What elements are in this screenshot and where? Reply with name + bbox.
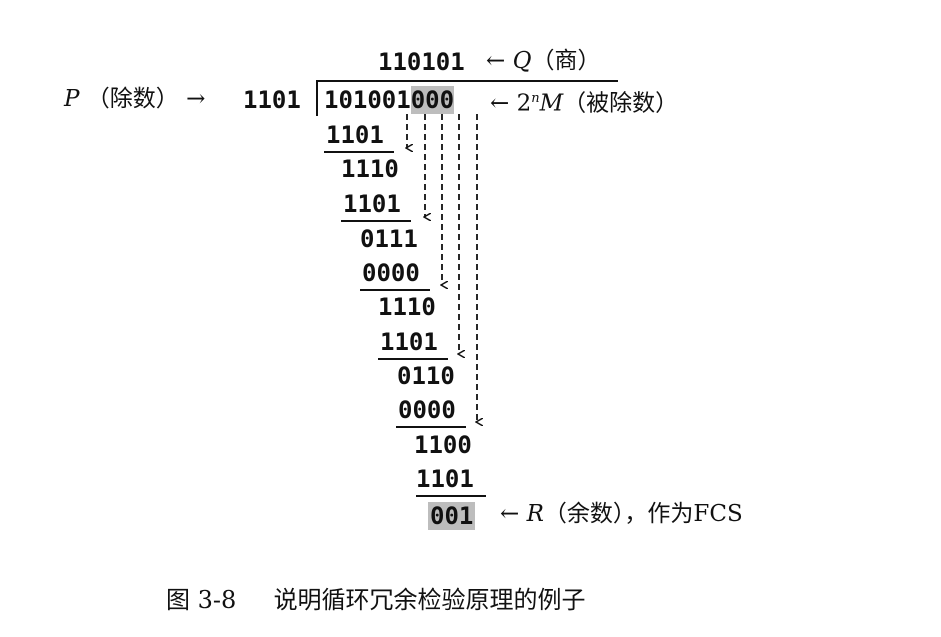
step-3: 1101 bbox=[343, 190, 401, 218]
figure-caption: 图 3-8 说明循环冗余检验原理的例子 bbox=[166, 585, 586, 615]
quotient-label: （商） bbox=[531, 48, 601, 74]
dividend: 101001000 bbox=[324, 86, 455, 114]
dividend-data-bits: 101001 bbox=[324, 86, 411, 114]
remainder-arrow: ← bbox=[500, 501, 520, 527]
dividend-annotation: ← 2nM（被除数） bbox=[490, 85, 678, 118]
step-4: 0111 bbox=[360, 225, 418, 253]
divisor-value: 1101 bbox=[243, 86, 301, 114]
step-5: 0000 bbox=[362, 259, 420, 287]
dividend-symbol: M bbox=[539, 90, 564, 117]
subtraction-line-6 bbox=[416, 495, 486, 497]
subtraction-line-1 bbox=[324, 151, 394, 153]
step-6: 1110 bbox=[378, 293, 436, 321]
step-11: 1101 bbox=[416, 465, 474, 493]
divisor-symbol: P bbox=[64, 86, 80, 112]
remainder-label: （余数），作为FCS bbox=[543, 501, 743, 527]
remainder-annotation: ← R（余数），作为FCS bbox=[500, 500, 743, 528]
quotient-symbol: Q bbox=[512, 48, 532, 74]
remainder-symbol: R bbox=[526, 501, 544, 527]
quotient-value: 110101 bbox=[378, 48, 465, 76]
remainder-value: 001 bbox=[428, 502, 476, 530]
subtraction-line-4 bbox=[378, 358, 448, 360]
divisor-annotation: P （除数） → bbox=[64, 85, 205, 113]
divisor-arrow: → bbox=[186, 86, 206, 112]
figure-title: 说明循环冗余检验原理的例子 bbox=[273, 586, 586, 614]
figure-number: 图 3-8 bbox=[166, 586, 237, 614]
subtraction-line-3 bbox=[360, 289, 430, 291]
step-1: 1101 bbox=[326, 121, 384, 149]
dividend-prefix: 2 bbox=[516, 90, 532, 117]
dividend-label: （被除数） bbox=[563, 90, 679, 117]
dividend-arrow: ← bbox=[490, 90, 510, 117]
quotient-arrow: ← bbox=[486, 48, 506, 74]
step-9: 0000 bbox=[398, 396, 456, 424]
division-bracket bbox=[316, 80, 618, 116]
step-2: 1110 bbox=[341, 155, 399, 183]
dividend-appended-zeros: 000 bbox=[410, 86, 455, 114]
subtraction-line-2 bbox=[341, 220, 411, 222]
step-10: 1100 bbox=[414, 431, 472, 459]
subtraction-line-5 bbox=[396, 426, 466, 428]
dividend-exponent: n bbox=[531, 91, 540, 106]
step-8: 0110 bbox=[397, 362, 455, 390]
step-7: 1101 bbox=[380, 328, 438, 356]
quotient-annotation: ← Q（商） bbox=[486, 47, 600, 75]
divisor-label: （除数） bbox=[86, 86, 179, 112]
